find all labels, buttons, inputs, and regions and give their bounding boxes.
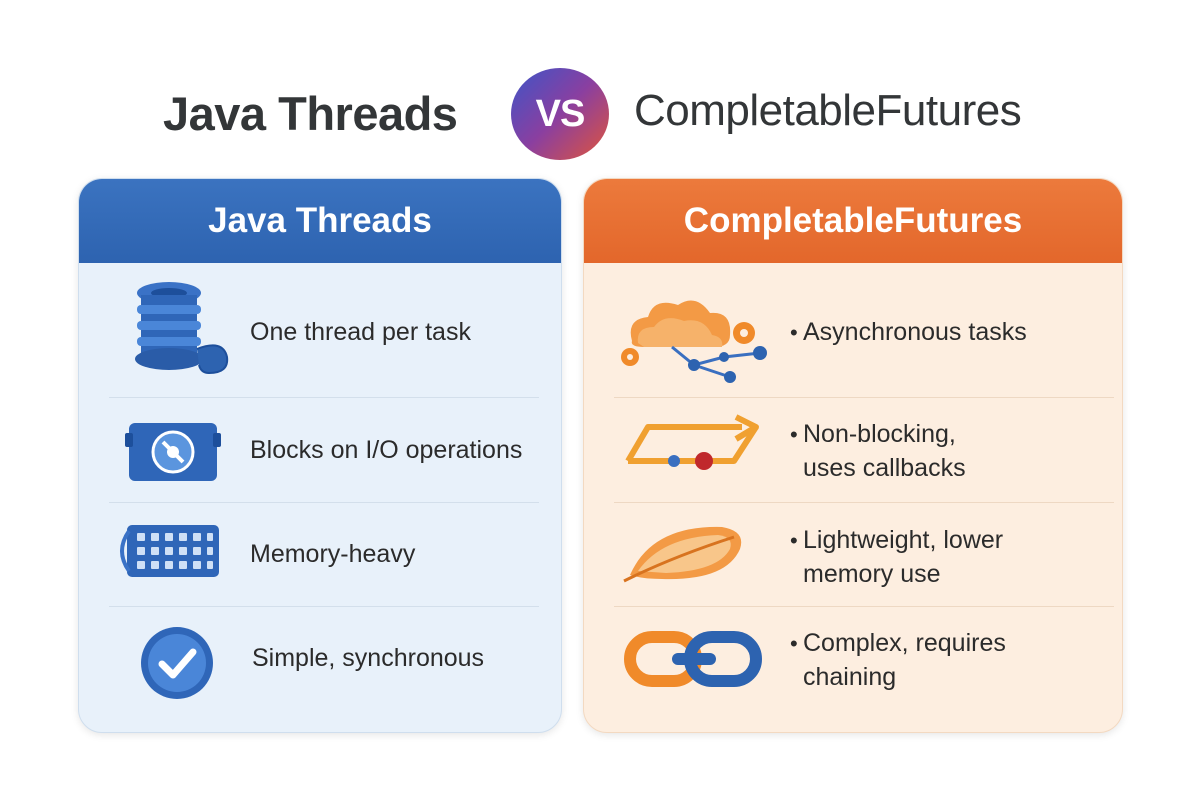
futures-item-bullet: •: [790, 422, 798, 447]
futures-item-label: memory use: [803, 560, 941, 588]
threads-item-label: Simple, synchronous: [252, 644, 485, 672]
spool-icon: [127, 279, 237, 384]
futures-panel-header: CompletableFutures: [584, 179, 1122, 263]
futures-item-label: Asynchronous tasks: [803, 318, 1027, 346]
futures-item-label: uses callbacks: [803, 454, 966, 482]
futures-item-label: Lightweight, lower: [803, 526, 1004, 554]
futures-item-label: Complex, requires: [803, 629, 1006, 657]
arrow-flow-icon: [624, 413, 766, 478]
futures-item-bullet: •: [790, 631, 798, 656]
title-java-threads: Java Threads: [163, 87, 458, 140]
threads-divider: [109, 397, 539, 398]
futures-item-label: chaining: [803, 663, 897, 691]
futures-item-label: Non-blocking,: [803, 420, 956, 448]
threads-item-label: One thread per task: [250, 318, 471, 346]
futures-panel: CompletableFutures • Asynchronous tasks: [583, 178, 1123, 733]
futures-item-bullet: •: [790, 320, 798, 345]
futures-divider: [614, 606, 1114, 607]
futures-divider: [614, 397, 1114, 398]
threads-divider: [109, 502, 539, 503]
blocked-disk-icon: [125, 417, 225, 492]
threads-item-label: Memory-heavy: [250, 540, 416, 568]
cloud-gears-network-icon: [612, 291, 778, 392]
memory-chip-icon: [115, 521, 225, 588]
futures-item-bullet: •: [790, 528, 798, 553]
threads-item-label: Blocks on I/O operations: [250, 436, 523, 464]
feather-icon: [622, 517, 752, 592]
chain-link-icon: [624, 627, 764, 696]
futures-divider: [614, 502, 1114, 503]
vs-badge: VS: [511, 68, 609, 160]
title-row: Java Threads VS CompletableFutures: [0, 68, 1200, 160]
checkmark-icon: [139, 625, 215, 706]
threads-panel-header: Java Threads: [79, 179, 561, 263]
threads-divider: [109, 606, 539, 607]
threads-panel: Java Threads One thread per task Blocks …: [78, 178, 562, 733]
title-completablefutures: CompletableFutures: [634, 86, 1022, 135]
